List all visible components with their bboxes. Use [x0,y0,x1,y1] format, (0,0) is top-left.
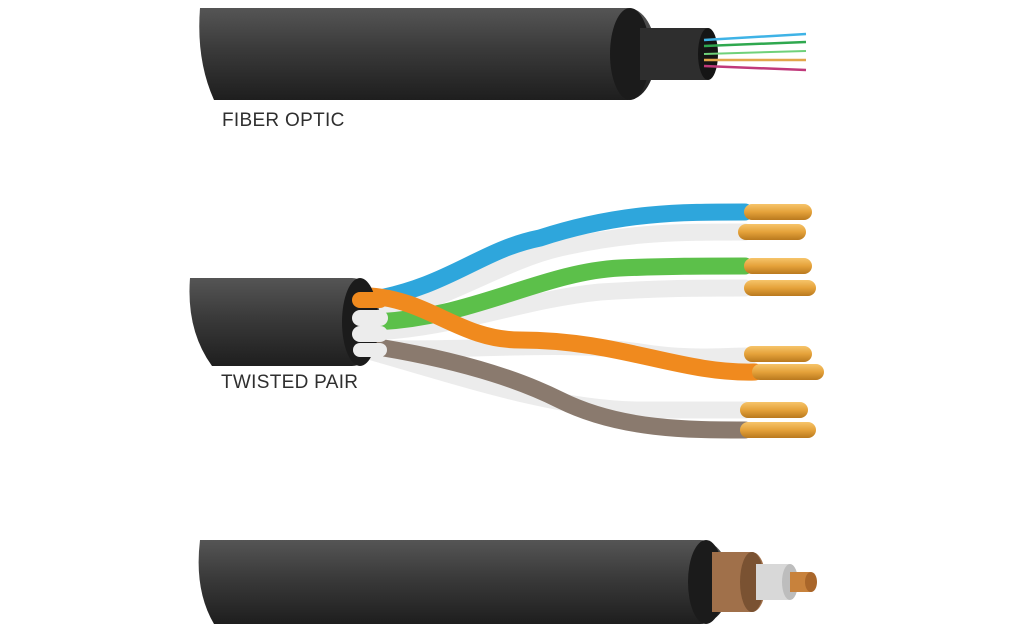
twisted-pair-wires [361,203,764,439]
twisted-pair-wire-roots [352,292,388,357]
fiber-outer-jacket [199,8,657,100]
wire-blue-white [361,223,754,327]
coaxial-cable [198,540,817,624]
wire-green-white [361,279,754,341]
wire-orange [361,287,764,381]
fiber-inner-tube [640,28,716,80]
wire-brown-white [363,343,754,419]
coax-outer-jacket [198,540,731,624]
twisted-pair-label: TWISTED PAIR [221,372,359,393]
wire-blue [361,203,754,309]
coax-core-end [805,572,817,592]
twisted-pair-cable [189,203,824,439]
twisted-pair-jacket [189,278,380,366]
fiber-strands [703,32,807,72]
copper-conductor-tips [738,204,824,438]
fiber-optic-cable [199,8,807,100]
fiber-optic-label: FIBER OPTIC [222,110,345,131]
wire-brown [363,337,754,439]
